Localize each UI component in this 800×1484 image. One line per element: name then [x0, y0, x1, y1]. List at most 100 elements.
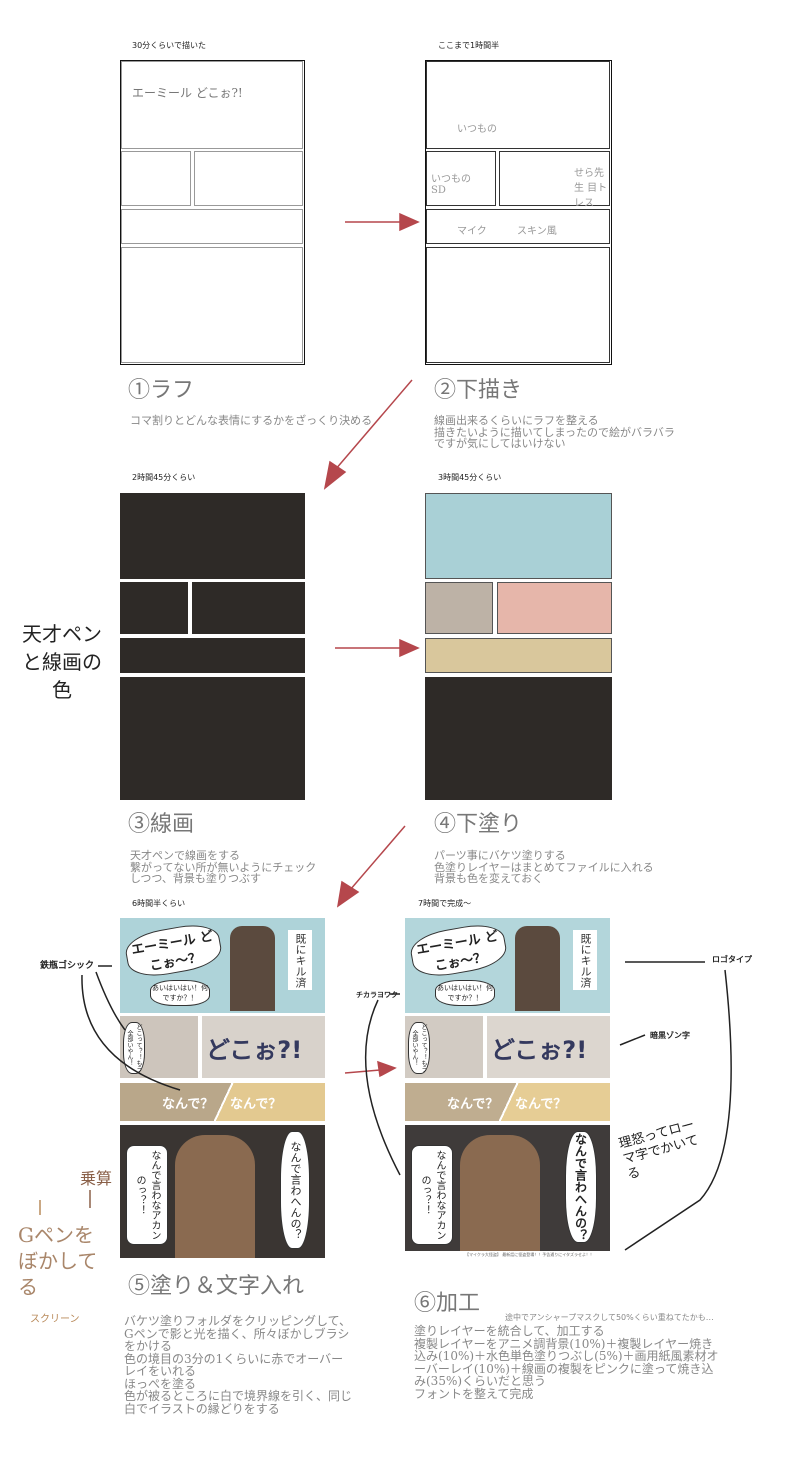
nande-text-1: なんで？	[162, 1097, 214, 1112]
arrowhead	[377, 1060, 397, 1078]
draft-panel-5	[426, 247, 610, 363]
draft-panel-4: マイク スキン風	[426, 209, 610, 244]
speech-bubble-doko-small: どこって？！もう全部いやん！	[123, 1022, 145, 1074]
flats-page	[425, 493, 612, 800]
speech-bubble-iwahen: なんで言わへんの？	[565, 1131, 597, 1243]
font-label-logotype: ロゴタイプ	[712, 955, 752, 964]
arrowhead	[336, 880, 360, 908]
speech-bubble-emile: エーミール どこぉ～？	[407, 920, 510, 981]
color-panel-3: どこぉ?!	[202, 1016, 325, 1078]
character-illustration	[230, 926, 275, 1011]
color-panel-2: どこって？！もう全部いやん！	[120, 1016, 198, 1078]
final-panel-3: どこぉ?!	[487, 1016, 610, 1078]
step4-caption: 3時間45分くらい	[438, 473, 502, 482]
step2-title: ②下描き	[434, 378, 523, 403]
step6-caption: 7時間で完成～	[418, 899, 472, 908]
step1-description: コマ割りとどんな表情にするかをざっくり決める	[130, 414, 373, 427]
step4-title: ④下塗り	[434, 812, 523, 837]
step2-description: 線画出来るくらいにラフを整える 描きたいように描いてしまったので絵がバラバラ で…	[434, 414, 675, 450]
draft-note: いつもの SD	[431, 174, 471, 196]
arrowhead	[399, 638, 420, 658]
lineart-panel-3	[192, 582, 305, 634]
character-illustration	[515, 926, 560, 1011]
final-page: エーミール どこぉ～？ あいはいはい！何ですか？！ 既にキル済 どこって？！もう…	[405, 918, 610, 1258]
arrowhead	[399, 212, 420, 232]
step2-caption: ここまで1時間半	[438, 41, 500, 50]
lineart-panel-4	[120, 638, 305, 673]
step3-caption: 2時間45分くらい	[132, 473, 196, 482]
arrow-color-to-final	[344, 1069, 381, 1074]
draft-panel-1: いつもの	[426, 61, 610, 149]
color-panel-5: なんで言わへんの？ なんで言わなアカンのっ？！	[120, 1125, 325, 1258]
step5-caption: 6時間半くらい	[132, 899, 186, 908]
draft-note: せら先生 目トレス	[574, 168, 608, 209]
step3-title: ③線画	[128, 812, 195, 837]
step6-title: ⑥加工	[414, 1291, 481, 1316]
rough-panel-4	[121, 209, 303, 244]
lineart-panel-2	[120, 582, 188, 634]
arrow-chikara-2	[364, 999, 401, 1176]
step5-title: ⑤塗り＆文字入れ	[128, 1274, 305, 1299]
step5-description: バケツ塗りフォルダをクリッピングして、 Gペンで影と光を描く、所々ぼかしブラシ …	[124, 1314, 353, 1416]
step6-subnote: 途中でアンシャープマスクして50%くらい重ねてたかも…	[505, 1313, 714, 1322]
final-panel-2: どこって？！もう全部いやん！	[405, 1016, 483, 1078]
handwritten-multiply-note: 乗算	[80, 1169, 113, 1188]
caption-box-killed: 既にキル済	[573, 930, 597, 990]
speech-bubble-hai: あいはいはい！何ですか？！	[435, 980, 495, 1006]
step1-caption: 30分くらいで描いた	[132, 41, 206, 50]
font-label-tetsubin: 鉄瓶ゴシック	[40, 961, 95, 971]
rough-sketch-page: エーミール どこぉ?!	[120, 60, 305, 365]
arrow-ankoku	[619, 1034, 646, 1046]
font-label-chikara: チカラヨワク	[356, 991, 398, 999]
step3-description: 天才ペンで線画をする 繋がってない所が無いようにチェック しつつ、背景も塗りつぶ…	[130, 849, 317, 885]
flats-panel-4	[425, 638, 612, 673]
step1-title: ①ラフ	[128, 378, 195, 403]
rough-panel-1: エーミール どこぉ?!	[121, 61, 303, 149]
nande-text-1: なんで？	[447, 1097, 499, 1112]
step6-description: 塗りレイヤーを統合して、加工する 複製レイヤーをアニメ調背景(10%)＋複製レイ…	[414, 1324, 719, 1401]
speech-bubble-doko-small: どこって？！もう全部いやん！	[408, 1022, 430, 1074]
final-panel-1: エーミール どこぉ～？ あいはいはい！何ですか？！ 既にキル済	[405, 918, 610, 1013]
step4-description: パーツ事にバケツ塗りする 色塗りレイヤーはまとめてファイルに入れる 背景も色を変…	[434, 849, 654, 885]
draft-page: いつもの いつもの SD せら先生 目トレス マイク スキン風	[425, 60, 612, 365]
rough-panel-5	[121, 247, 303, 363]
character-illustration	[460, 1135, 540, 1251]
draft-note: スキン風	[517, 226, 557, 237]
arrow-flats-to-color	[349, 825, 406, 891]
nande-text-2: なんで？	[230, 1097, 282, 1112]
flats-panel-1	[425, 493, 612, 579]
credit-line: 【マイクラ大怪盗】 最新話に怪盗登場！！予告通りにイタズラせよ！！	[465, 1252, 595, 1257]
flats-panel-5	[425, 677, 612, 800]
draft-note: いつもの	[457, 124, 497, 135]
draft-note: マイク	[457, 226, 487, 237]
big-doko-text: どこぉ?!	[491, 1036, 588, 1064]
final-panel-5: なんで言わへんの？ なんで言わなアカンのっ？！	[405, 1125, 610, 1251]
font-label-ankoku: 暗黒ゾン字	[650, 1031, 690, 1040]
speech-bubble-akan: なんで言わなアカンのっ？！	[411, 1145, 453, 1245]
nande-text-2: なんで？	[515, 1097, 567, 1112]
color-text-page: エーミール どこぉ～？ あいはいはい！何ですか？！ 既にキル済 どこって？！もう…	[120, 918, 325, 1258]
speech-bubble-emile: エーミール どこぉ～？	[122, 920, 225, 981]
rough-panel-3	[194, 151, 303, 206]
lineart-panel-5	[120, 677, 305, 800]
speech-bubble-iwahen: なんで言わへんの？	[280, 1131, 310, 1249]
rough-shout: エーミール どこぉ?!	[132, 86, 243, 100]
color-panel-4: なんで？ なんで？	[120, 1083, 325, 1121]
handwritten-romaji-note: 理怒ってローマ字でかいてる	[617, 1117, 701, 1183]
lineart-panel-1	[120, 493, 305, 579]
handwritten-lineart-note: 天才ペンと線画の色	[22, 622, 102, 702]
handwritten-screen-note: スクリーン	[30, 1314, 80, 1325]
speech-bubble-akan: なんで言わなアカンのっ？！	[126, 1145, 168, 1245]
rough-panel-2	[121, 151, 191, 206]
lineart-page	[120, 493, 305, 800]
character-illustration	[175, 1135, 255, 1258]
arrow-logotype-2	[624, 969, 732, 1251]
flats-panel-2	[425, 582, 493, 634]
flats-panel-3	[497, 582, 612, 634]
big-doko-text: どこぉ?!	[206, 1036, 303, 1064]
caption-box-killed: 既にキル済	[288, 930, 312, 990]
arrowhead	[323, 460, 347, 490]
final-panel-4: なんで？ なんで？	[405, 1083, 610, 1121]
draft-panel-3: せら先生 目トレス	[499, 151, 610, 209]
speech-bubble-hai: あいはいはい！何ですか？！	[150, 980, 210, 1006]
